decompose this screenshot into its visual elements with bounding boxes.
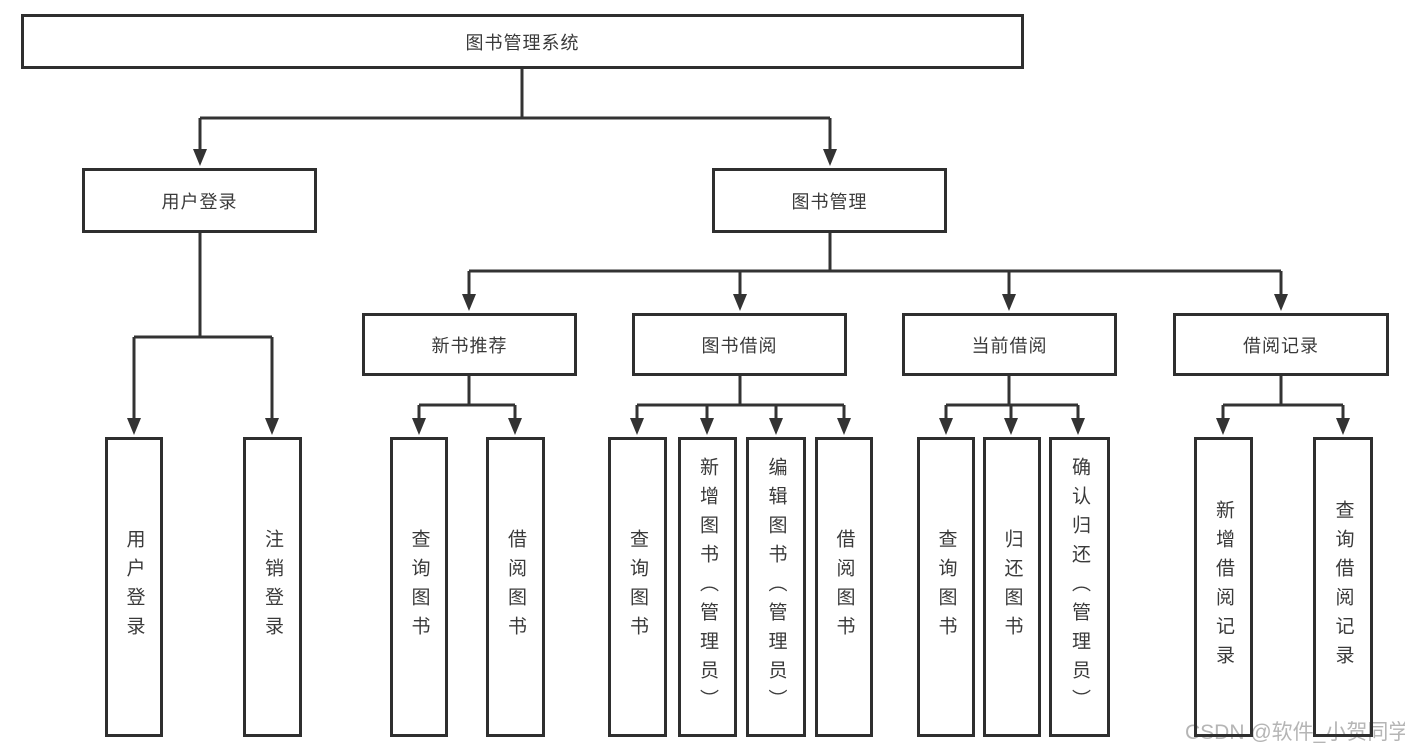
node-label: 图书管理: [791, 191, 868, 212]
node-label: 编辑图书（管理员）: [765, 456, 787, 718]
leaf-user-login: 用户登录: [105, 437, 163, 737]
node-user-login: 用户登录: [82, 168, 317, 233]
leaf-br-add-record: 新增借阅记录: [1194, 437, 1253, 737]
leaf-logout: 注销登录: [243, 437, 302, 737]
node-new-book-recommend: 新书推荐: [362, 313, 577, 376]
leaf-br-query-record: 查询借阅记录: [1313, 437, 1373, 737]
node-label: 查询图书: [935, 529, 957, 645]
node-label: 图书借阅: [701, 335, 778, 356]
node-label: 新书推荐: [431, 335, 508, 356]
node-label: 注销登录: [262, 529, 283, 645]
node-label: 图书管理系统: [465, 32, 580, 53]
node-book-borrow: 图书借阅: [632, 313, 847, 376]
node-label: 新增图书（管理员）: [697, 456, 718, 718]
leaf-nb-borrow-books: 借阅图书: [486, 437, 545, 737]
node-label: 用户登录: [161, 191, 238, 212]
node-label: 新增借阅记录: [1213, 500, 1234, 674]
leaf-bb-borrow-books: 借阅图书: [815, 437, 873, 737]
leaf-cb-return-books: 归还图书: [983, 437, 1041, 737]
leaf-nb-query-books: 查询图书: [390, 437, 448, 737]
node-label: 借阅记录: [1243, 335, 1319, 356]
watermark: CSDN @软件_小贺同学: [1185, 721, 1405, 744]
node-borrow-records: 借阅记录: [1173, 313, 1389, 376]
leaf-bb-add-books-admin: 新增图书（管理员）: [678, 437, 737, 737]
node-label: 确认归还（管理员）: [1069, 456, 1090, 718]
leaf-bb-edit-books-admin: 编辑图书（管理员）: [746, 437, 806, 737]
node-label: 查询图书: [627, 529, 648, 645]
node-current-borrow: 当前借阅: [902, 313, 1117, 376]
leaf-cb-query-books: 查询图书: [917, 437, 975, 737]
tree-branch-lines: [132, 69, 1345, 422]
node-label: 查询图书: [408, 529, 430, 645]
node-label: 查询借阅记录: [1332, 500, 1354, 674]
leaf-bb-query-books: 查询图书: [608, 437, 667, 737]
node-label: 归还图书: [1001, 529, 1023, 645]
node-label: 用户登录: [123, 529, 145, 645]
leaf-cb-confirm-return-admin: 确认归还（管理员）: [1049, 437, 1110, 737]
node-label: 借阅图书: [505, 529, 526, 645]
node-label: 当前借阅: [971, 335, 1048, 356]
node-label: 借阅图书: [833, 529, 855, 645]
node-root: 图书管理系统: [21, 14, 1024, 69]
node-book-management: 图书管理: [712, 168, 947, 233]
